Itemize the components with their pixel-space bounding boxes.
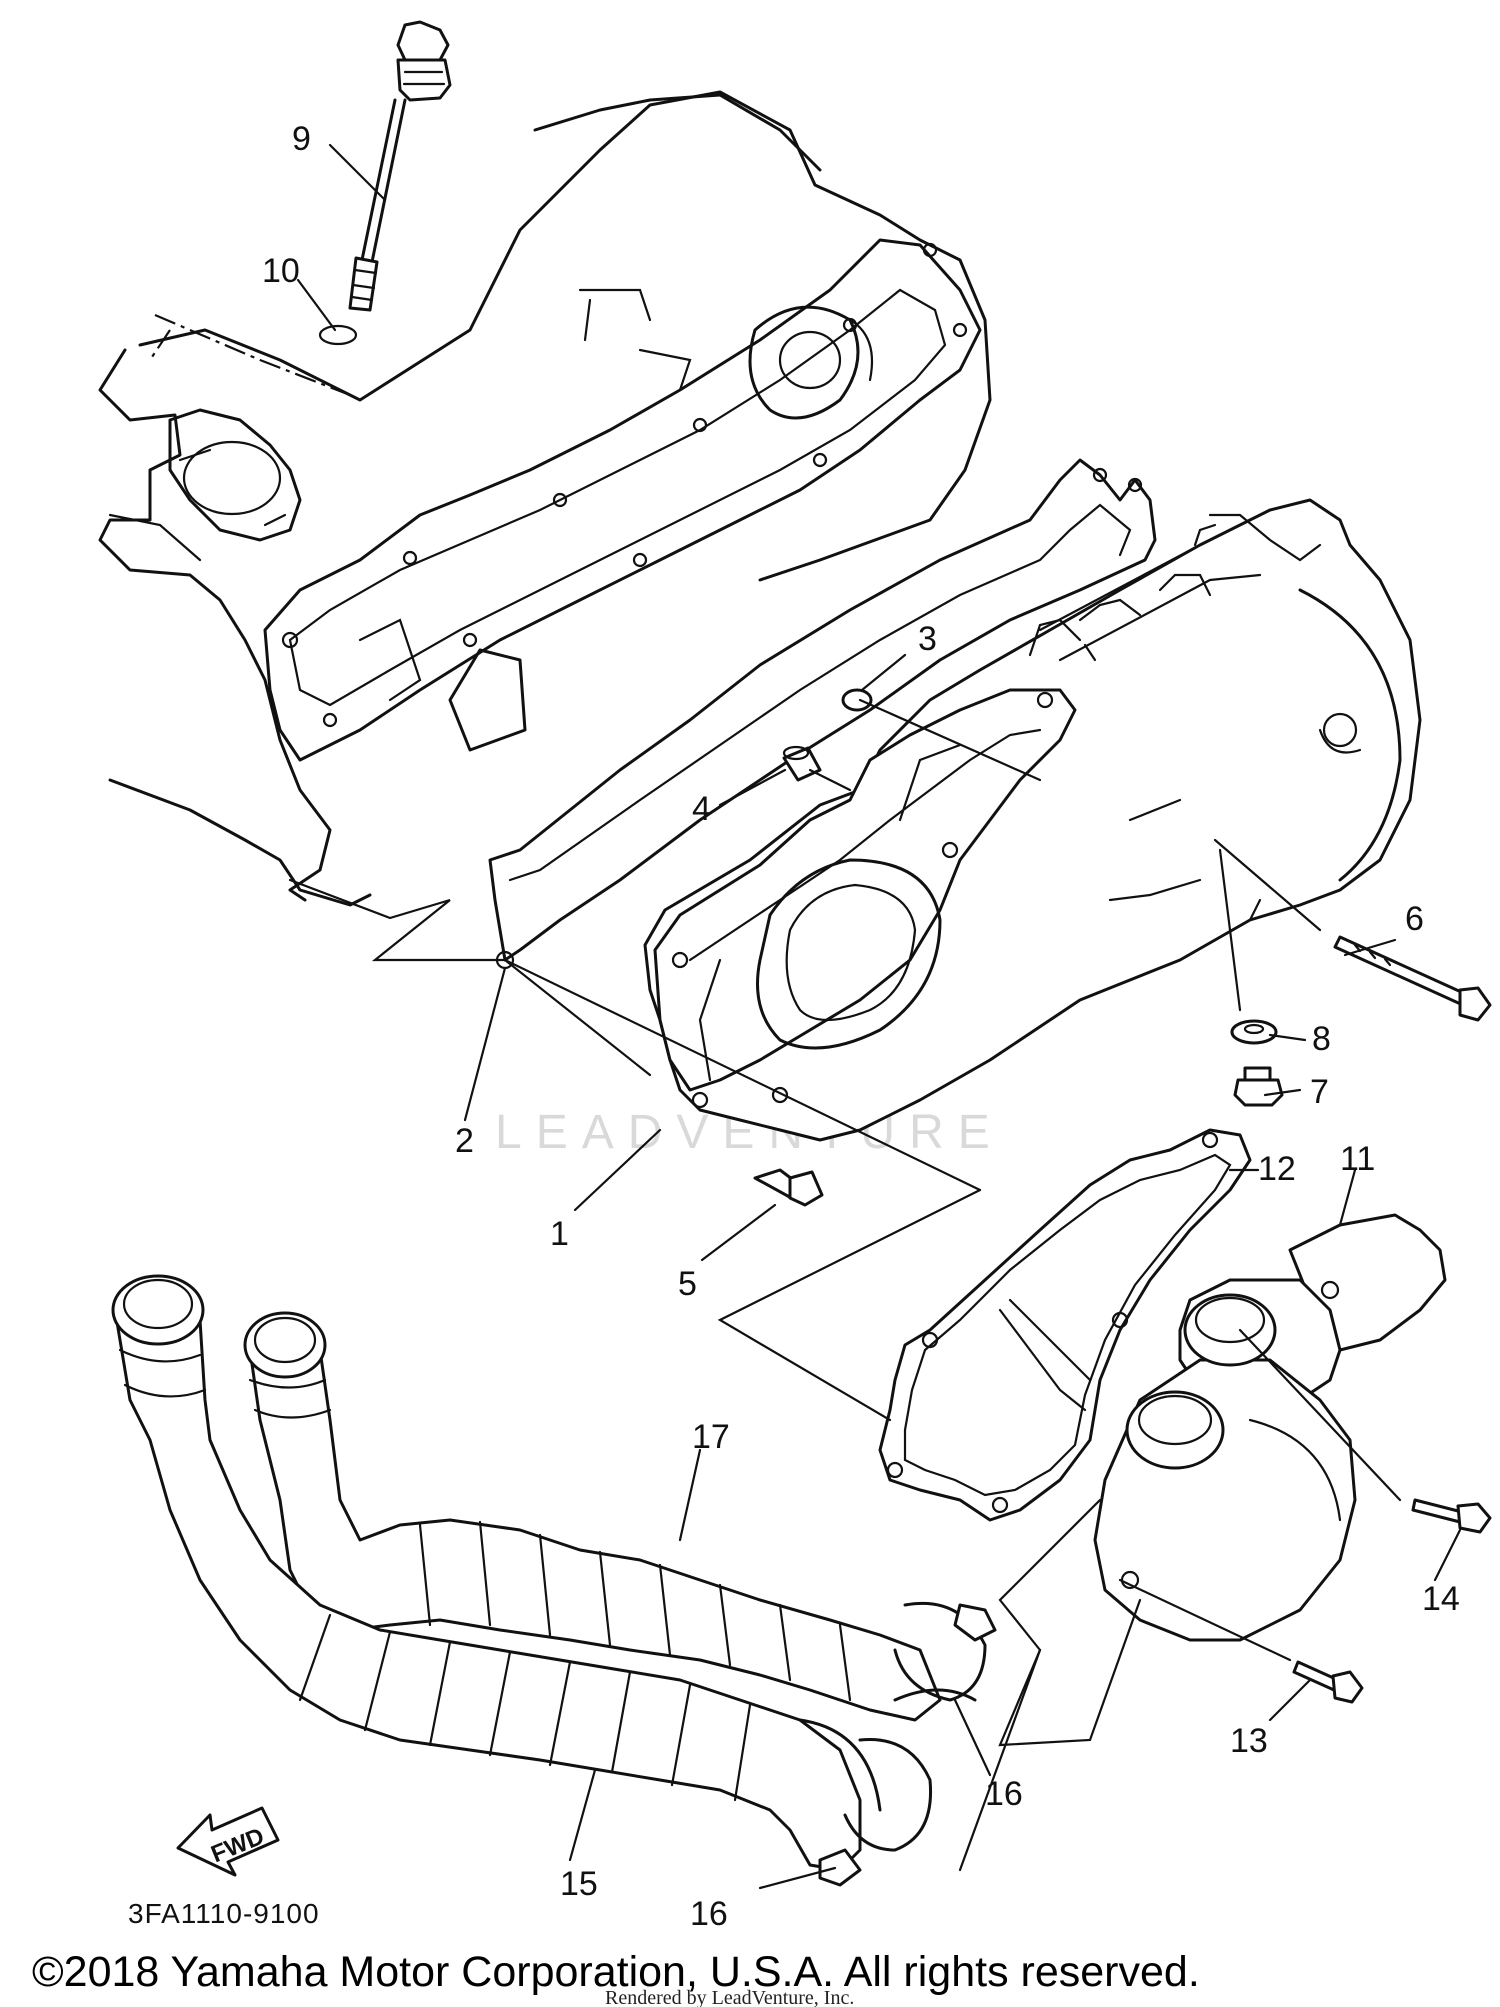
callout-2: 2	[455, 1122, 474, 1160]
air-duct-17	[243, 1311, 942, 1722]
callout-6: 6	[1405, 900, 1424, 938]
dowel-pin	[782, 745, 822, 782]
clamp-16-upper	[893, 1601, 997, 1702]
bolt-13	[1292, 1660, 1364, 1704]
callout-16-lower: 16	[690, 1895, 728, 1933]
callout-10: 10	[262, 252, 300, 290]
bolt-14	[1411, 1498, 1492, 1534]
callout-numbers: 9 10 3 4 6 8 7 2 12 11 1 5 17 14 13 16 1…	[262, 120, 1460, 1933]
dipstick	[348, 20, 452, 312]
air-duct-15	[111, 1274, 882, 1872]
callout-7: 7	[1310, 1073, 1329, 1111]
assembly-lines	[288, 698, 1402, 1872]
gasket-8	[1230, 1019, 1278, 1045]
duct-cover	[1093, 1213, 1447, 1642]
rendered-by-notice: Rendered by LeadVenture, Inc.	[605, 1987, 854, 2007]
oil-filler-o-ring	[318, 324, 358, 346]
callout-13: 13	[1230, 1722, 1268, 1760]
crankcase-bearing-bosses	[358, 288, 874, 752]
bolt-5	[753, 1168, 824, 1207]
callout-14: 14	[1422, 1580, 1460, 1618]
callout-4: 4	[692, 790, 711, 828]
callout-3: 3	[918, 620, 937, 658]
callout-16-upper: 16	[985, 1775, 1023, 1813]
crankcase-outline	[98, 90, 992, 907]
callout-11: 11	[1340, 1140, 1375, 1178]
seal-washer	[841, 688, 873, 712]
plug-7	[1233, 1066, 1284, 1107]
callout-9: 9	[292, 120, 311, 158]
cvt-cover-inner-plate	[653, 688, 1077, 1109]
callout-5: 5	[678, 1265, 697, 1303]
diagram-code: 3FA1110-9100	[128, 1898, 320, 1929]
duct-gasket	[878, 1128, 1252, 1522]
callout-12: 12	[1258, 1150, 1296, 1188]
callout-1: 1	[550, 1215, 569, 1253]
copyright-notice: ©2018 Yamaha Motor Corporation, U.S.A. A…	[32, 1948, 1200, 1996]
bolt-6	[1333, 935, 1492, 1022]
clamp-16-lower	[818, 1738, 933, 1887]
callout-15: 15	[560, 1865, 598, 1903]
callout-leaders	[296, 143, 1462, 1890]
callout-8: 8	[1312, 1020, 1331, 1058]
callout-17: 17	[692, 1418, 730, 1456]
cylinder-flange	[168, 408, 302, 542]
fwd-arrow: FWD	[176, 1806, 280, 1877]
